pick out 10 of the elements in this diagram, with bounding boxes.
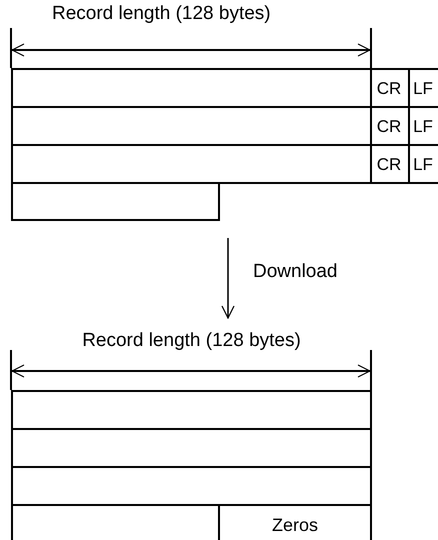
dimension-label: Record length (128 bytes) xyxy=(52,2,271,26)
dimension-label: Record length (128 bytes) xyxy=(11,318,372,352)
edge-label: Download xyxy=(253,260,338,284)
record-row xyxy=(11,466,372,506)
record-row xyxy=(11,68,372,108)
arrow xyxy=(221,238,235,319)
record-row xyxy=(11,428,372,468)
record-row xyxy=(11,182,220,221)
record-row xyxy=(11,390,372,430)
record-row xyxy=(11,144,372,184)
